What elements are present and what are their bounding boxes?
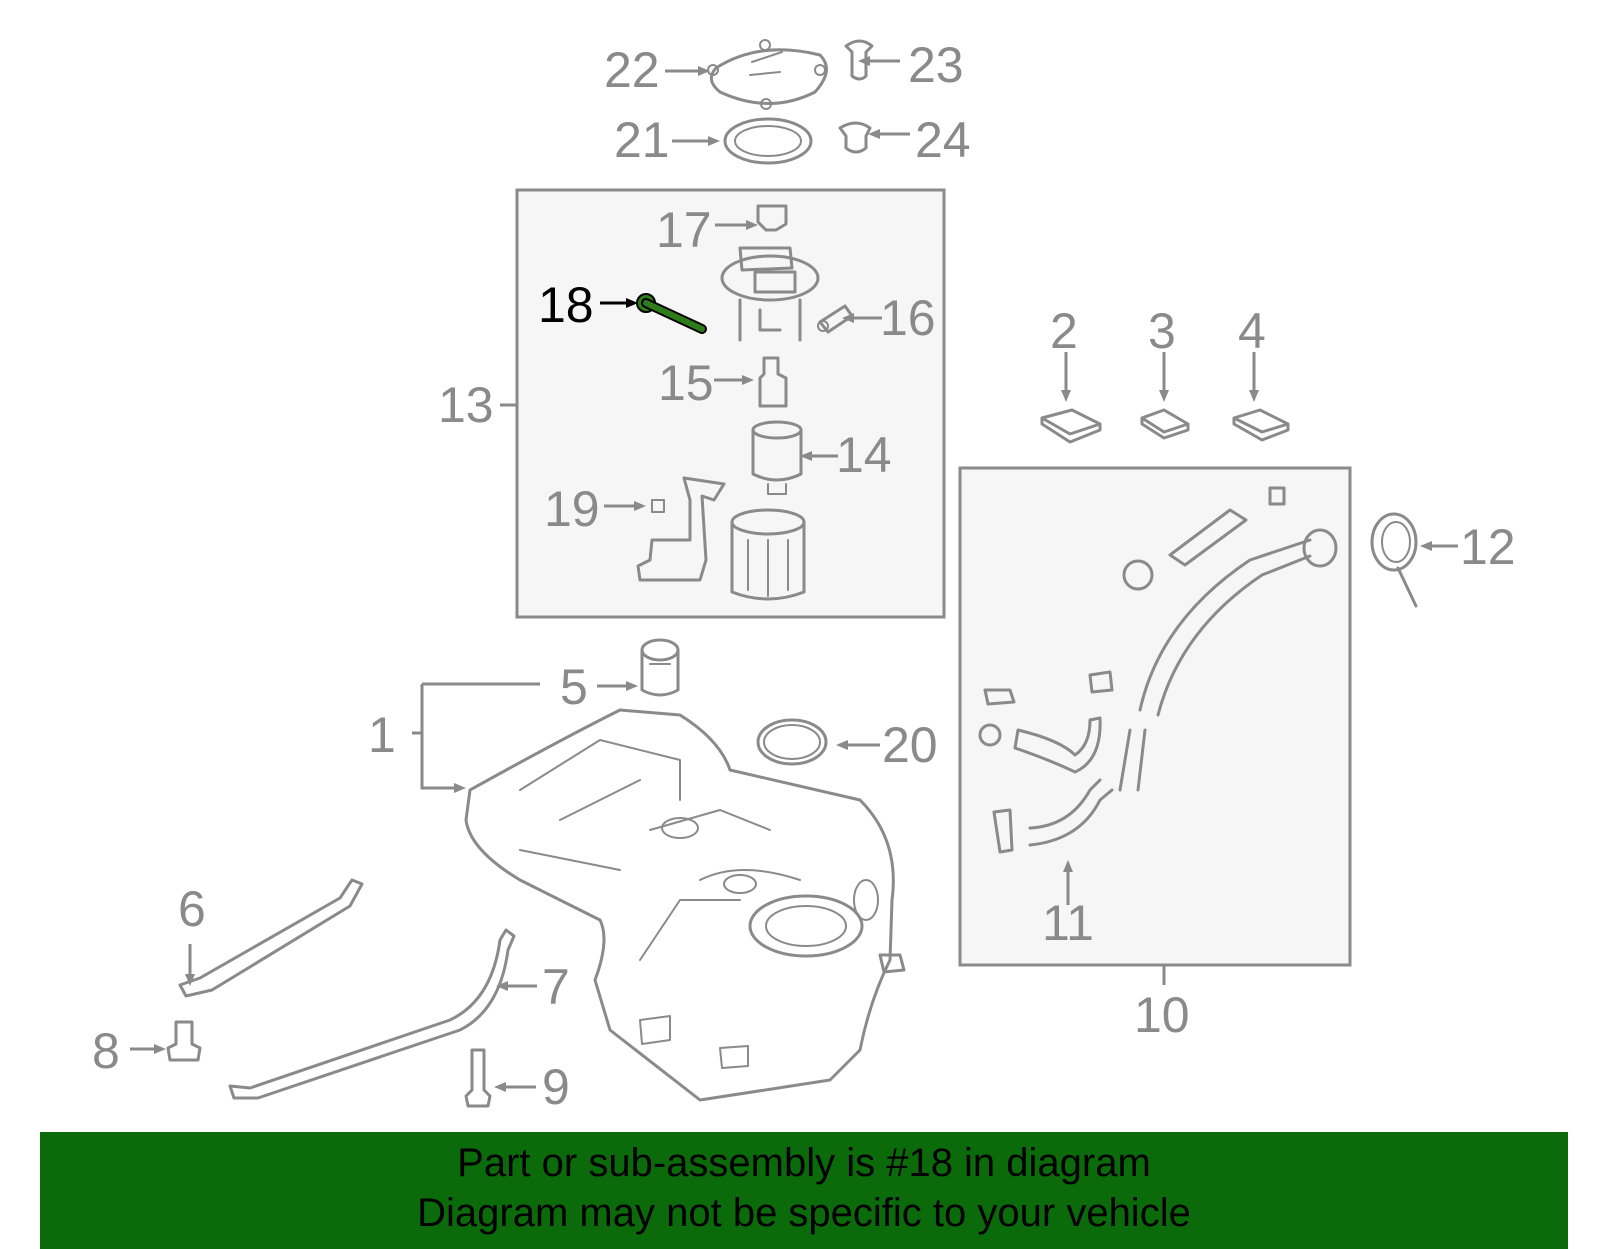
part-11-filler-neck[interactable] [978, 486, 1338, 854]
fuel-pump-flange [720, 246, 820, 342]
part-15-filter[interactable] [758, 356, 788, 408]
banner-line-1: Part or sub-assembly is #18 in diagram [457, 1141, 1151, 1185]
part-4-pad[interactable] [1232, 408, 1290, 442]
callout-2: 2 [1050, 303, 1078, 359]
part-22-mounting-plate[interactable] [707, 39, 828, 110]
callout-3: 3 [1148, 303, 1176, 359]
part-9-bolt[interactable] [464, 1048, 492, 1108]
part-24-grommet[interactable] [838, 121, 872, 154]
part-7-strap[interactable] [228, 928, 516, 1100]
part-5-valve[interactable] [640, 638, 680, 697]
part-20-seal[interactable] [756, 718, 828, 766]
callout-12: 12 [1460, 519, 1516, 575]
info-banner: Part or sub-assembly is #18 in diagram D… [40, 1132, 1568, 1249]
callout-13: 13 [438, 377, 494, 433]
part-6-strap[interactable] [178, 878, 364, 998]
filler-neck-assembly-box [958, 466, 1352, 967]
fuel-pump-reservoir [730, 508, 806, 601]
part-8-bolt[interactable] [166, 1020, 202, 1062]
callout-7: 7 [542, 959, 570, 1015]
callout-21: 21 [614, 112, 670, 168]
part-17-connector[interactable] [756, 204, 788, 232]
callout-1: 1 [368, 707, 396, 763]
banner-line-2: Diagram may not be specific to your vehi… [417, 1191, 1191, 1235]
part-1-fuel-tank[interactable] [464, 708, 906, 1102]
callout-11: 11 [1042, 895, 1094, 951]
part-14-fuel-pump[interactable] [751, 420, 803, 495]
callout-8: 8 [92, 1023, 120, 1079]
part-19-level-sender[interactable] [636, 476, 726, 582]
callout-16: 16 [880, 290, 936, 346]
callout-15: 15 [658, 355, 714, 411]
callout-10: 10 [1134, 987, 1190, 1043]
callout-24: 24 [915, 112, 971, 168]
callout-22: 22 [604, 42, 660, 98]
callout-20: 20 [882, 717, 938, 773]
part-18-bolt-highlighted[interactable] [636, 293, 707, 334]
leader-lines [130, 56, 1458, 1092]
callout-19: 19 [544, 481, 600, 537]
callout-14: 14 [836, 427, 892, 483]
part-12-fuel-cap[interactable] [1370, 512, 1418, 608]
part-2-pad[interactable] [1040, 408, 1102, 444]
callout-6: 6 [178, 881, 206, 937]
callout-18-highlighted: 18 [538, 277, 594, 333]
callout-23: 23 [908, 37, 964, 93]
callout-5: 5 [560, 659, 588, 715]
callout-17: 17 [656, 202, 712, 258]
callout-9: 9 [542, 1059, 570, 1115]
part-21-gasket[interactable] [723, 117, 813, 165]
part-3-pad[interactable] [1140, 408, 1190, 440]
callout-4: 4 [1238, 303, 1266, 359]
part-23-pin[interactable] [844, 39, 874, 81]
